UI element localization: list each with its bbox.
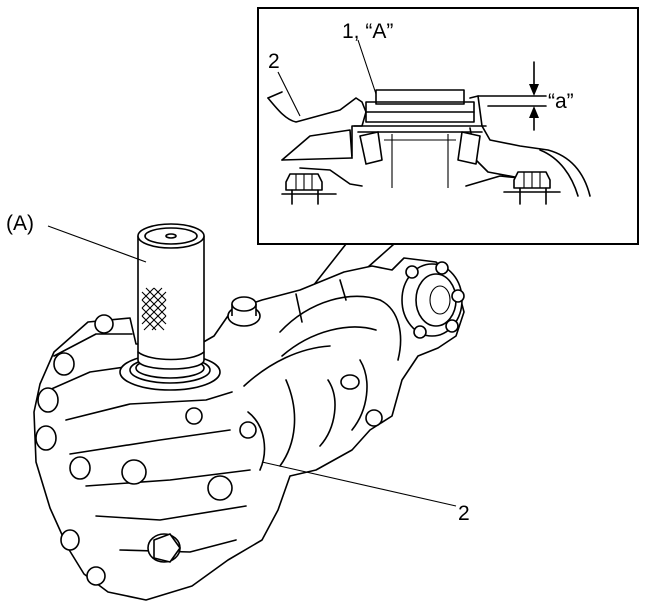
- leader-part-2-main: [261, 461, 457, 507]
- inset-housing-right: [469, 95, 591, 197]
- oil-seal: [353, 89, 487, 188]
- breather-plug: [227, 296, 261, 327]
- gap-dimension: [477, 61, 547, 131]
- knurled-grip: [141, 287, 167, 331]
- leader-tool-A: [47, 225, 147, 263]
- case-bosses: [35, 314, 383, 586]
- callout-part-1-A: 1, “A”: [342, 20, 393, 43]
- callout-tool-A: (A): [6, 212, 34, 235]
- callout-part-2-main: 2: [458, 502, 470, 525]
- callout-part-2-detail: 2: [268, 50, 280, 73]
- special-tool-installer: [137, 223, 205, 370]
- leader-part-1: [357, 39, 377, 95]
- transfer-case: [33, 257, 465, 601]
- inset-bolt-right: [503, 171, 561, 205]
- leader-part-2-detail: [277, 71, 301, 117]
- inset-bolt-left: [281, 173, 337, 205]
- callout-gap-a: “a”: [548, 90, 574, 113]
- drain-plug: [147, 533, 181, 563]
- detail-inset: 1, “A” 2 “a”: [257, 7, 639, 245]
